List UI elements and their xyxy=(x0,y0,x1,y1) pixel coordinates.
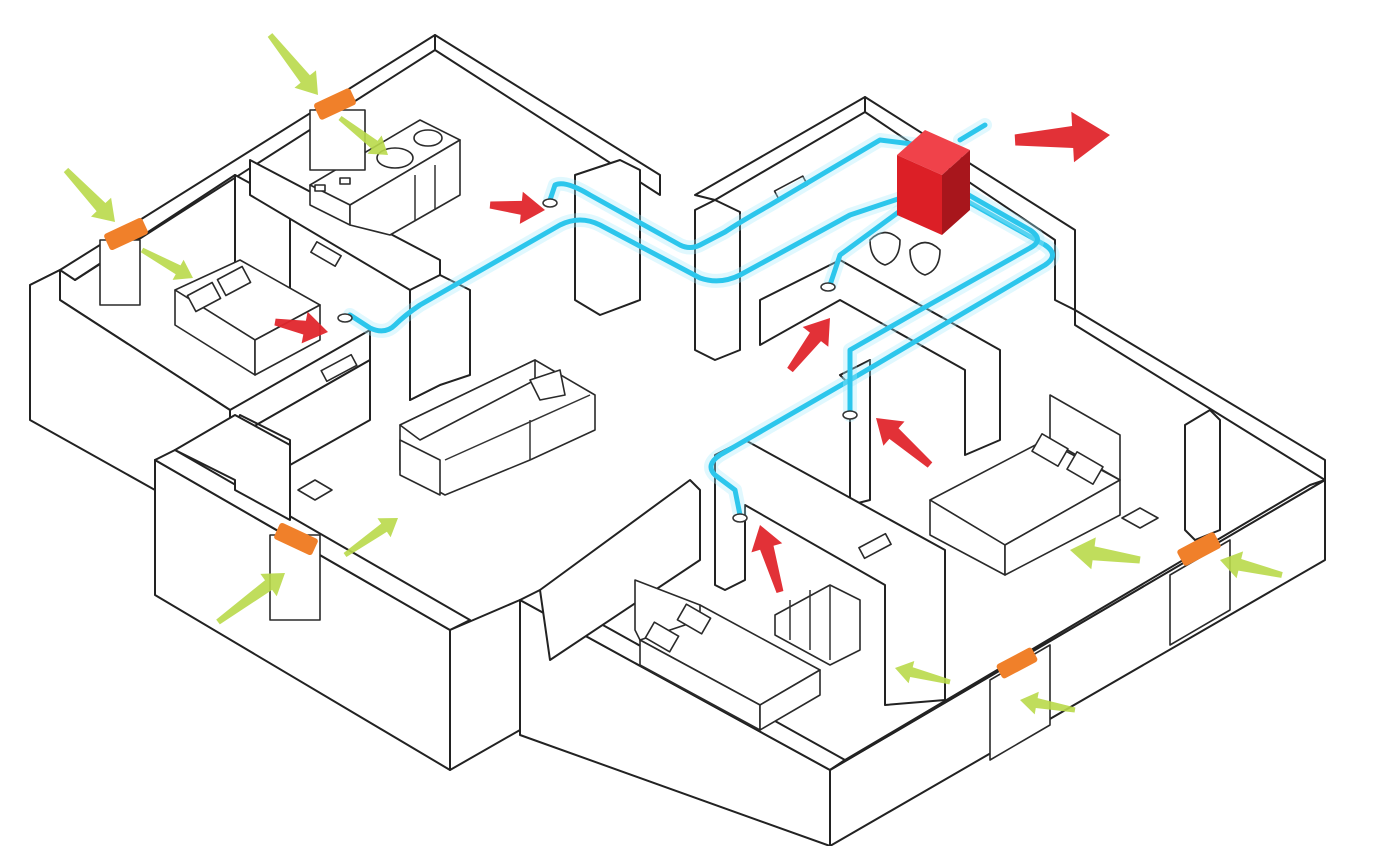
red-arrow-icon xyxy=(876,418,933,468)
red-arrow-icon xyxy=(274,311,328,344)
red-arrow-icon xyxy=(751,525,784,593)
bedroom-bottom-partition xyxy=(714,439,946,706)
green-arrow-icon xyxy=(216,573,285,625)
green-arrow-icon xyxy=(140,247,193,280)
kitchen-counter xyxy=(309,119,461,236)
right-room-partition xyxy=(1184,409,1221,541)
green-arrow-icon xyxy=(895,661,951,685)
bedroom-left-partition xyxy=(539,479,701,661)
green-arrow-icon xyxy=(1220,551,1283,579)
floor-grille-1 xyxy=(297,479,333,501)
ventilation-unit-icon xyxy=(897,130,970,235)
ceiling-diffuser-1 xyxy=(542,198,558,208)
window-vent-icon xyxy=(104,217,148,251)
right-bed xyxy=(929,394,1121,576)
window-vent-icon xyxy=(314,88,356,120)
duct-1 xyxy=(547,137,923,250)
duct-4 xyxy=(847,187,1040,418)
bottom-bed xyxy=(634,579,821,731)
corridor-wall-1 xyxy=(759,259,1001,456)
ceiling-diffuser-4 xyxy=(842,410,858,420)
right-back-wall xyxy=(1074,309,1326,481)
sofa xyxy=(399,359,596,496)
green-arrow-icon xyxy=(63,167,115,222)
ceiling-diffuser-3 xyxy=(820,282,836,292)
window-vent-icon xyxy=(1177,532,1221,566)
duct-2 xyxy=(347,192,913,334)
window-vent-icon xyxy=(274,522,318,556)
ceiling-diffuser-2 xyxy=(337,313,353,323)
toilets xyxy=(869,231,941,276)
ceiling-diffuser-5 xyxy=(732,513,748,523)
duct-5 xyxy=(827,197,918,288)
green-arrow-icon xyxy=(1020,691,1076,715)
wall-unit-3 xyxy=(858,532,892,560)
front-middle-wall xyxy=(449,599,521,771)
pillar-kitchen xyxy=(574,159,641,316)
red-arrow-icon xyxy=(489,191,545,224)
red-arrow-icon xyxy=(787,318,830,373)
wall-unit-1 xyxy=(310,241,342,267)
upper-middle-wall xyxy=(694,96,866,201)
duct-network xyxy=(337,118,1060,523)
window-vent-icon xyxy=(996,647,1038,679)
windows xyxy=(99,109,1231,761)
wall-unit-2 xyxy=(320,353,358,383)
floor-grille-2 xyxy=(1121,507,1159,529)
left-bed xyxy=(174,259,321,376)
chair-bench xyxy=(774,584,861,666)
partition-kitchen-end xyxy=(409,274,471,401)
green-arrow-icon xyxy=(343,518,398,557)
furniture xyxy=(174,119,1159,731)
top-right-back-wall xyxy=(434,34,661,196)
green-arrow-icon xyxy=(267,33,318,95)
airflow-arrows xyxy=(63,33,1283,715)
green-arrow-icon xyxy=(338,116,388,155)
window-vents xyxy=(104,88,1221,679)
upper-right-wall xyxy=(864,96,1076,311)
green-arrow-icon xyxy=(1070,537,1141,570)
duct-6 xyxy=(957,122,988,143)
partition-bed1-door xyxy=(174,414,291,521)
red-arrow-icon xyxy=(1014,111,1110,163)
